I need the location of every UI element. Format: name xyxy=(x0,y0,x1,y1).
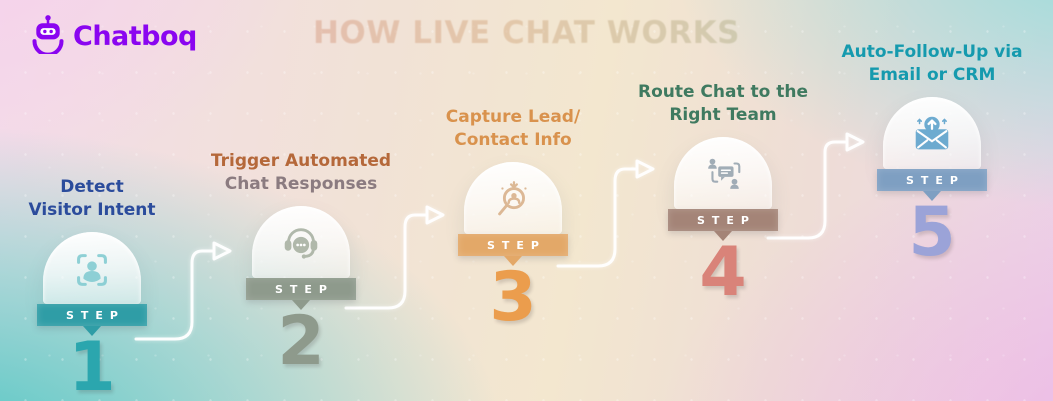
step-3: Capture Lead/ Contact Info STEP xyxy=(408,106,618,337)
step-2-pointer xyxy=(292,300,310,310)
step-1-pointer xyxy=(83,326,101,336)
step-1-label: Detect Visitor Intent xyxy=(28,176,155,222)
step-5-dome xyxy=(883,97,981,169)
step-5-label-line-1: Auto-Follow-Up via xyxy=(841,42,1023,62)
step-4-banner: STEP xyxy=(668,209,778,231)
step-1-label-line-1: Detect xyxy=(60,177,124,197)
step-3-dome xyxy=(464,162,562,234)
email-followup-icon xyxy=(909,112,955,162)
step-5-label-line-2: Email or CRM xyxy=(868,65,996,85)
step-2-number: 2 xyxy=(277,302,325,381)
logo-text: Chatboq xyxy=(73,20,197,52)
step-2-label-line-1: Trigger Automated xyxy=(210,151,392,171)
robot-icon xyxy=(30,14,66,58)
step-4-pointer xyxy=(714,231,732,241)
step-5-pointer xyxy=(923,191,941,201)
chat-routing-icon xyxy=(700,152,746,202)
step-2-banner: STEP xyxy=(246,278,356,300)
step-4-label-line-1: Route Chat to the xyxy=(637,82,809,102)
step-4-label: Route Chat to the Right Team xyxy=(638,81,808,127)
step-4: Route Chat to the Right Team xyxy=(618,81,828,312)
step-3-pointer xyxy=(504,256,522,266)
step-3-number: 3 xyxy=(489,258,537,337)
step-5-label: Auto-Follow-Up via Email or CRM xyxy=(841,41,1022,87)
step-2-label: Trigger Automated Chat Responses xyxy=(211,150,391,196)
step-1: Detect Visitor Intent STEP 1 xyxy=(0,176,197,401)
step-3-label-line-2: Contact Info xyxy=(454,130,572,150)
step-3-banner: STEP xyxy=(458,234,568,256)
step-5-number: 5 xyxy=(908,193,956,272)
step-1-number: 1 xyxy=(68,328,116,401)
support-headset-icon xyxy=(278,221,324,271)
lead-magnifier-icon xyxy=(490,177,536,227)
step-1-dome xyxy=(43,232,141,304)
logo: Chatboq xyxy=(30,14,197,58)
step-5: Auto-Follow-Up via Email or CRM STEP 5 xyxy=(827,41,1037,272)
step-1-banner: STEP xyxy=(37,304,147,326)
step-1-label-line-2: Visitor Intent xyxy=(28,200,156,220)
main-title: HOW LIVE CHAT WORKS xyxy=(0,15,1053,51)
step-2-label-line-2: Chat Responses xyxy=(224,174,378,194)
step-4-label-line-2: Right Team xyxy=(669,105,777,125)
person-scan-icon xyxy=(69,247,115,297)
step-3-label: Capture Lead/ Contact Info xyxy=(446,106,580,152)
step-3-label-line-1: Capture Lead/ xyxy=(445,107,581,127)
step-4-number: 4 xyxy=(699,233,747,312)
step-4-dome xyxy=(674,137,772,209)
step-2-dome xyxy=(252,206,350,278)
step-2: Trigger Automated Chat Responses xyxy=(196,150,406,381)
step-5-banner: STEP xyxy=(877,169,987,191)
